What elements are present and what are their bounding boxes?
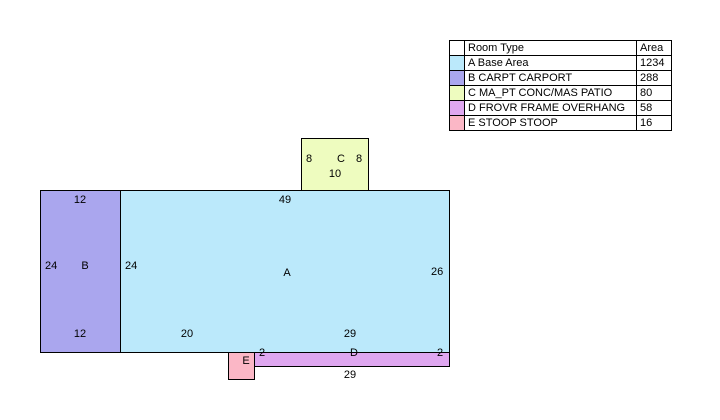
room-a-letter: A bbox=[283, 267, 291, 279]
legend-area-d: 58 bbox=[636, 100, 672, 116]
room-c-bottom-dimension: 10 bbox=[328, 168, 342, 180]
room-c-letter: C bbox=[337, 153, 345, 165]
legend-row: B CARPT CARPORT 288 bbox=[449, 70, 672, 86]
room-b-carport bbox=[40, 190, 121, 353]
room-e-stoop bbox=[228, 352, 255, 380]
room-a-top-dimension: 49 bbox=[278, 194, 292, 206]
room-a-left-dimension: 24 bbox=[125, 260, 138, 272]
room-a-bottom-right-dimension: 29 bbox=[343, 328, 357, 340]
room-d-bottom-dimension: 29 bbox=[343, 369, 357, 381]
legend-swatch-a bbox=[449, 55, 465, 71]
legend-swatch-e bbox=[449, 115, 465, 131]
legend-swatch-b bbox=[449, 70, 465, 86]
legend-row: D FROVR FRAME OVERHANG 58 bbox=[449, 100, 672, 116]
legend-swatch-header bbox=[449, 40, 465, 56]
room-a-bottom-left-dimension: 20 bbox=[180, 328, 194, 340]
room-b-bottom-dimension: 12 bbox=[73, 328, 87, 340]
legend-area-a: 1234 bbox=[636, 55, 672, 71]
room-e-letter: E bbox=[242, 355, 250, 367]
legend-label-a: A Base Area bbox=[464, 55, 637, 71]
legend-row: A Base Area 1234 bbox=[449, 55, 672, 71]
legend-area-e: 16 bbox=[636, 115, 672, 131]
room-b-letter: B bbox=[81, 260, 89, 272]
room-c-right-dimension: 8 bbox=[356, 153, 363, 165]
room-d-right-dimension: 2 bbox=[437, 347, 444, 359]
room-d-left-dimension: 2 bbox=[259, 347, 266, 359]
legend-label-c: C MA_PT CONC/MAS PATIO bbox=[464, 85, 637, 101]
room-c-left-dimension: 8 bbox=[306, 153, 313, 165]
legend-area-b: 288 bbox=[636, 70, 672, 86]
room-c-patio bbox=[301, 138, 369, 191]
legend-header-row: Room Type Area bbox=[449, 40, 672, 56]
legend-area-c: 80 bbox=[636, 85, 672, 101]
legend-label-d: D FROVR FRAME OVERHANG bbox=[464, 100, 637, 116]
legend-label-e: E STOOP STOOP bbox=[464, 115, 637, 131]
legend-swatch-d bbox=[449, 100, 465, 116]
legend-swatch-c bbox=[449, 85, 465, 101]
legend-row: E STOOP STOOP 16 bbox=[449, 115, 672, 131]
room-a-right-dimension: 26 bbox=[431, 266, 444, 278]
room-b-top-dimension: 12 bbox=[73, 194, 87, 206]
legend-row: C MA_PT CONC/MAS PATIO 80 bbox=[449, 85, 672, 101]
legend-area-header: Area bbox=[636, 40, 672, 56]
room-b-left-dimension: 24 bbox=[45, 260, 58, 272]
legend-room-type-header: Room Type bbox=[464, 40, 637, 56]
legend-table: Room Type Area A Base Area 1234 B CARPT … bbox=[449, 40, 672, 131]
legend-label-b: B CARPT CARPORT bbox=[464, 70, 637, 86]
room-d-letter: D bbox=[350, 347, 358, 359]
